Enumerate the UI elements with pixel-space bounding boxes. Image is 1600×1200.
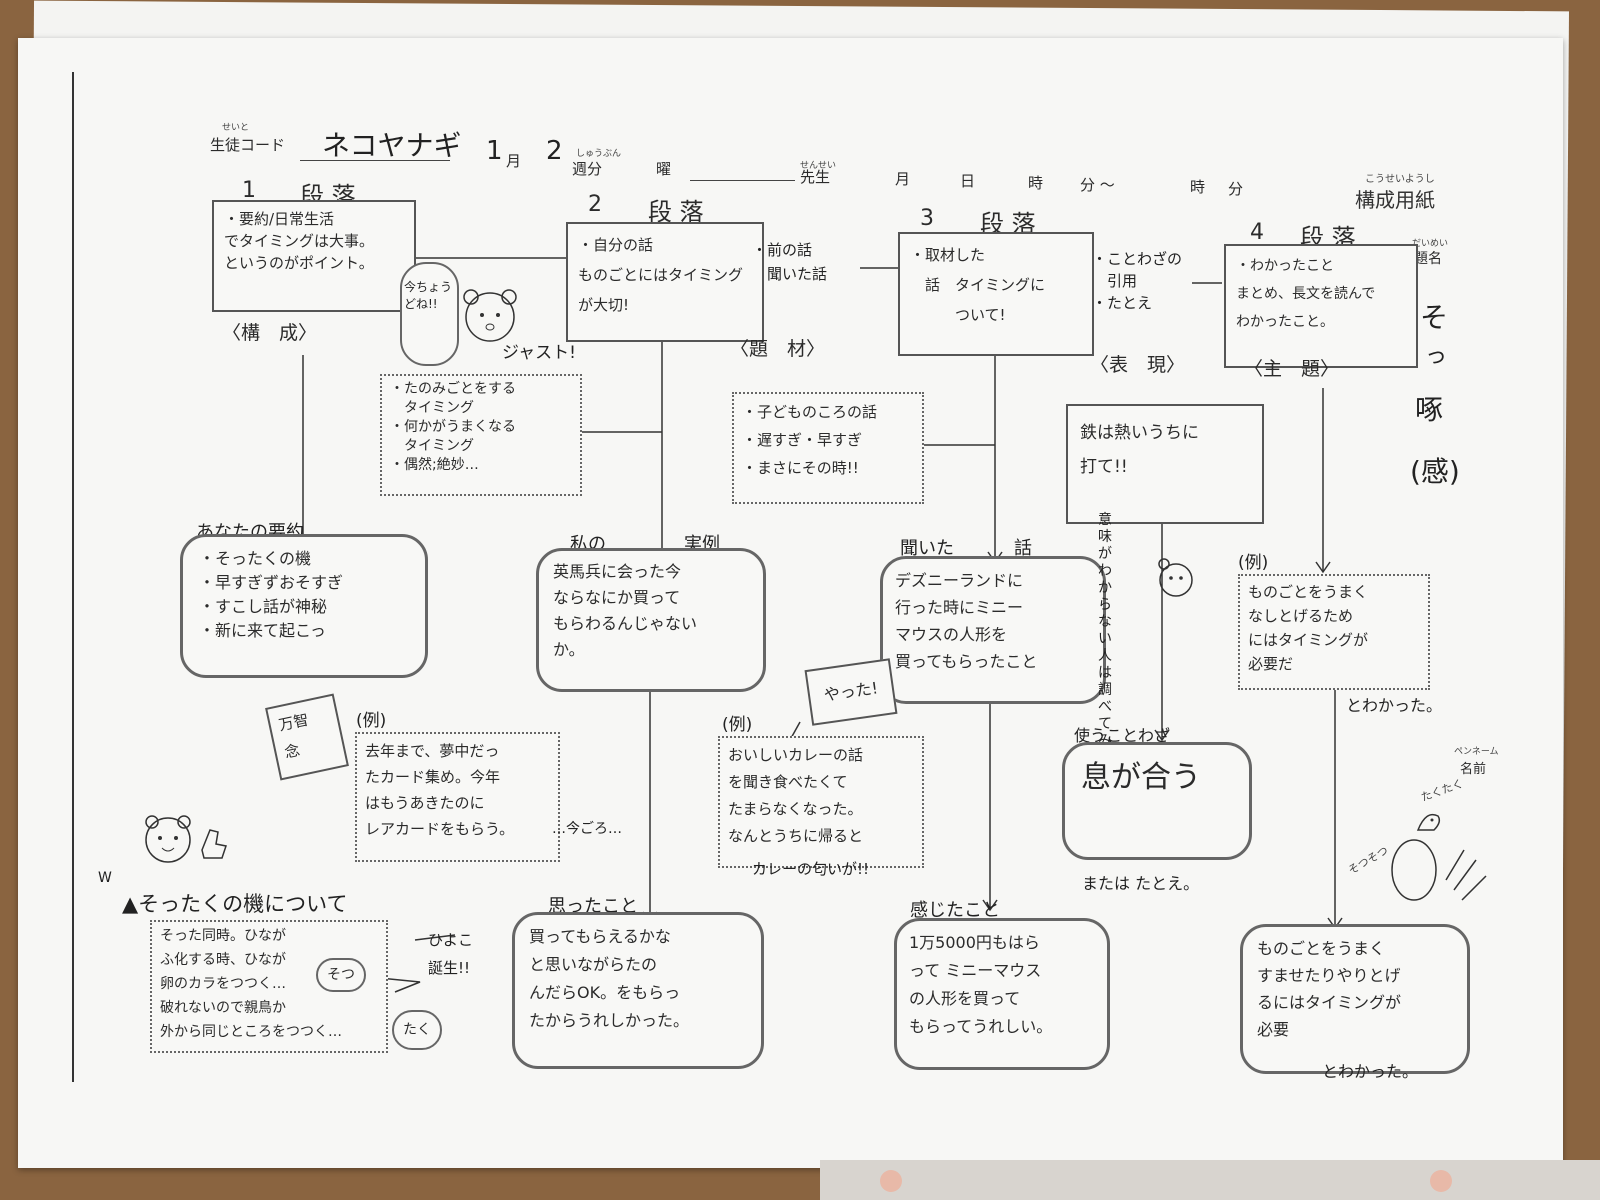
col1-bubble-sotsu: そつ bbox=[316, 958, 366, 992]
penname-ruby: ペンネーム bbox=[1454, 747, 1499, 757]
col4-use-head: 使うことわざ bbox=[1074, 726, 1171, 745]
chick-hatching-icon bbox=[1391, 813, 1487, 901]
col1-note-w: W bbox=[98, 870, 112, 886]
title-char-1: そ bbox=[1420, 301, 1449, 334]
col4-main-box: ・わかったこと まとめ、長文を読んで わかったこと。 bbox=[1224, 244, 1418, 368]
col4-use-foot: または たとえ。 bbox=[1082, 874, 1200, 893]
col4-use-cloud: 息が合う bbox=[1062, 742, 1252, 860]
col1-main-box: ・要約/日常生活 でタイミングは大事。 というのがポイント。 bbox=[212, 200, 416, 312]
left-margin-line bbox=[72, 72, 74, 1082]
bear-face-icon bbox=[463, 289, 517, 342]
col4-ex-label: (例) bbox=[1238, 553, 1269, 573]
time-to: 時 bbox=[1190, 178, 1206, 196]
date-day: 日 bbox=[960, 172, 976, 190]
col4-final-cloud: ものごとをうまく すませたりやりとげ るにはタイミングが 必要 bbox=[1240, 924, 1470, 1074]
col1-speech-bubble bbox=[400, 262, 459, 366]
fabric-pattern bbox=[1430, 1170, 1452, 1192]
daimei-ruby: だいめい bbox=[1412, 239, 1449, 249]
col1-stamp: 万智 念 bbox=[265, 693, 349, 781]
col2-thought-cloud: 買ってもらえるかな と思いながらたの んだらOK。をもらっ たからうれしかった。 bbox=[512, 912, 764, 1069]
title-char-3: 啄 bbox=[1415, 393, 1444, 426]
col3-main-box: ・取材した 話 タイミングに ついて! bbox=[898, 232, 1094, 356]
title-char-4: (感) bbox=[1410, 455, 1460, 488]
paragraph-2-num: 2 bbox=[588, 192, 602, 217]
daimei-label: 題名 bbox=[1414, 251, 1442, 267]
col1-example-box: 去年まで、夢中だっ たカード集め。今年 はもうあきたのに レアカードをもらう。 bbox=[355, 732, 560, 862]
col3-yatta-flag: やった! bbox=[804, 658, 898, 726]
col2-section: 〈題 材〉 bbox=[730, 338, 826, 360]
paragraph-1-num: 1 bbox=[242, 178, 256, 203]
col3-examples-box: ・子どものころの話 ・遅すぎ・早すぎ ・まさにその時!! bbox=[732, 392, 924, 504]
col1-ex-label: (例) bbox=[356, 711, 387, 731]
col3-example-box: おいしいカレーの話 を聞き食べたくて たまらなくなった。 なんとうちに帰ると bbox=[718, 736, 924, 868]
col2-link-note: ・前の話 聞いた話 bbox=[752, 241, 828, 283]
paragraph-4-num: 4 bbox=[1250, 220, 1264, 245]
col3-link-note: ・ことわざの 引用 ・たとえ bbox=[1092, 250, 1183, 312]
seito-name: ネコヤナギ bbox=[322, 129, 462, 162]
time-from: 時 bbox=[1028, 174, 1044, 192]
week-value: 2 bbox=[546, 136, 563, 166]
col1-hiyoko: ひよこ 誕生!! bbox=[428, 931, 474, 977]
col3-felt-cloud: 1万5000円もはら って ミニーマウス の人形を買って もらってうれしい。 bbox=[894, 918, 1110, 1070]
col4-final-tail: とわかった。 bbox=[1322, 1062, 1419, 1081]
col1-note-title: ▲そったくの機について bbox=[122, 892, 348, 916]
teacher-ruby: せんせい bbox=[800, 161, 837, 171]
col2-thought-head: 思ったこと bbox=[548, 896, 638, 917]
seito-underline bbox=[300, 160, 450, 161]
week-label: 週分 bbox=[572, 160, 603, 178]
min-from: 分 ～ bbox=[1080, 176, 1115, 194]
month-value: 1 bbox=[486, 136, 503, 166]
paper-ruby: こうせいようし bbox=[1365, 174, 1435, 185]
col4-ex-tail: とわかった。 bbox=[1346, 696, 1443, 715]
seito-label: 生徒コード bbox=[210, 136, 286, 154]
penname-label: 名前 bbox=[1460, 762, 1487, 777]
col1-bubble-taku: たく bbox=[392, 1010, 442, 1050]
day-label: 曜 bbox=[656, 160, 672, 178]
teacher-label: 先生 bbox=[800, 168, 831, 186]
paper-title: 構成用紙 bbox=[1355, 188, 1435, 212]
col1-examples-box: ・たのみごとをする タイミング ・何かがうまくなる タイミング ・偶然;絶妙… bbox=[380, 374, 582, 496]
col3-ex-tail: カレーの匂いが!! bbox=[752, 860, 870, 878]
col3-ex-label: (例) bbox=[722, 715, 753, 735]
teacher-underline bbox=[690, 180, 795, 181]
col3-heard-cloud: デズニーランドに 行った時にミニー マウスの人形を 買ってもらったこと bbox=[880, 556, 1106, 704]
peeking-bear-icon bbox=[1158, 558, 1193, 597]
col4-section: 〈主 題〉 bbox=[1244, 358, 1340, 380]
bear-thumbs-up-icon bbox=[145, 815, 227, 863]
min-to: 分 bbox=[1228, 180, 1244, 198]
date-month: 月 bbox=[895, 170, 911, 188]
col3-felt-head: 感じたこと bbox=[910, 900, 1000, 921]
col3-section: 〈表 現〉 bbox=[1090, 354, 1186, 376]
paragraph-2-label: 段 落 bbox=[648, 198, 704, 226]
col1-summary-cloud: ・そったくの機 ・早すぎずおそすぎ ・すこし話が神秘 ・新に来て起こっ bbox=[180, 534, 428, 678]
paragraph-3-num: 3 bbox=[920, 206, 934, 231]
week-ruby: しゅうぶん bbox=[576, 149, 622, 159]
col2-example-cloud: 英馬兵に会った今 ならなにか買って もらわるんじゃない か。 bbox=[536, 548, 766, 692]
seito-ruby: せいと bbox=[222, 123, 250, 133]
col1-bubble-note: 今ちょうどね!! bbox=[404, 280, 453, 311]
col3-cloud-head-a: 聞いた bbox=[900, 538, 954, 559]
month-label: 月 bbox=[506, 152, 522, 170]
fabric-corner bbox=[820, 1160, 1600, 1200]
col1-ex-note: …今ごろ… bbox=[552, 821, 622, 837]
col4-proverb-box: 鉄は熱いうちに 打て!! bbox=[1066, 404, 1264, 524]
col2-main-box: ・自分の話 ものごとにはタイミング が大切! bbox=[566, 222, 764, 342]
col4-example-box: ものごとをうまく なしとげるため にはタイミングが 必要だ bbox=[1238, 574, 1430, 690]
col1-bear-says: ジャスト! bbox=[502, 343, 576, 363]
col3-cloud-head-b: 話 bbox=[1014, 538, 1032, 559]
col1-section: 〈構 成〉 bbox=[222, 322, 318, 344]
title-char-2: っ bbox=[1425, 344, 1448, 369]
fabric-pattern bbox=[880, 1170, 902, 1192]
